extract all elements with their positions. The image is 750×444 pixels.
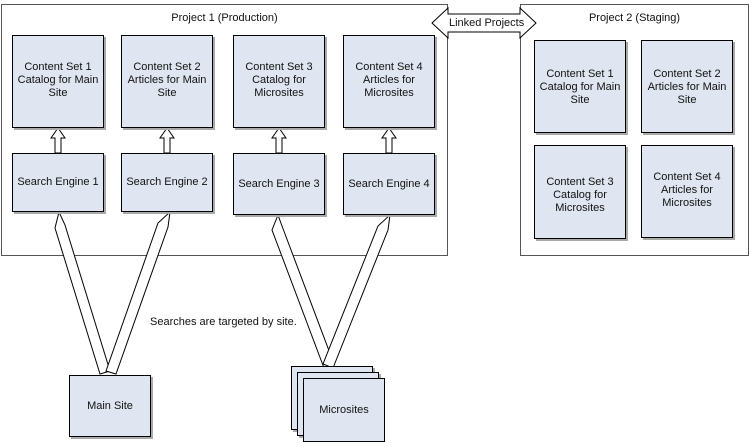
p2-content-set-3: Content Set 3 Catalog for Microsites (534, 145, 626, 239)
main-site-to-search-engine-2-arrow (105, 210, 171, 375)
search-engine-1: Search Engine 1 (12, 153, 104, 212)
search-targeting-caption: Searches are targeted by site. (150, 316, 297, 328)
linked-projects-arrow (431, 6, 537, 40)
p1-content-set-3-label: Content Set 3 Catalog for Microsites (245, 61, 313, 99)
p1-content-set-2: Content Set 2 Articles for Main Site (121, 35, 213, 128)
main-site-box: Main Site (69, 375, 151, 437)
up-arrow-3 (271, 127, 287, 154)
search-engine-4: Search Engine 4 (343, 153, 435, 215)
project-1-title: Project 1 (Production) (171, 12, 278, 24)
search-engine-2-label: Search Engine 2 (126, 176, 208, 188)
microsites-label: Microsites (319, 403, 369, 416)
up-arrow-4 (381, 127, 397, 154)
p1-content-set-3: Content Set 3 Catalog for Microsites (233, 35, 325, 128)
p2-content-set-1-label: Content Set 1 Catalog for Main Site (539, 68, 621, 106)
main-site-to-search-engine-1-arrow (54, 210, 111, 375)
search-engine-4-label: Search Engine 4 (348, 177, 430, 190)
search-engine-3: Search Engine 3 (233, 153, 325, 215)
p1-content-set-1: Content Set 1 Catalog for Main Site (12, 35, 104, 128)
search-engine-1-label: Search Engine 1 (17, 176, 99, 188)
up-arrow-1 (50, 127, 66, 154)
p2-content-set-4: Content Set 4 Articles for Microsites (641, 145, 733, 238)
p2-content-set-4-label: Content Set 4 Articles for Microsites (653, 171, 721, 209)
p1-content-set-4-label: Content Set 4 Articles for Microsites (355, 61, 423, 99)
p1-content-set-1-label: Content Set 1 Catalog for Main Site (17, 61, 99, 99)
main-site-label: Main Site (87, 399, 133, 412)
microsites-box: Microsites (303, 378, 385, 442)
p2-content-set-2: Content Set 2 Articles for Main Site (641, 40, 733, 133)
linked-projects-label: Linked Projects (449, 17, 525, 29)
p1-content-set-2-label: Content Set 2 Articles for Main Site (127, 61, 207, 99)
p2-content-set-1: Content Set 1 Catalog for Main Site (534, 40, 626, 133)
microsites-to-search-engine-3-arrow (271, 213, 335, 369)
project-2-title: Project 2 (Staging) (588, 12, 681, 24)
search-engine-2: Search Engine 2 (121, 153, 213, 212)
p1-content-set-4: Content Set 4 Articles for Microsites (343, 35, 435, 128)
up-arrow-2 (159, 127, 175, 154)
search-engine-3-label: Search Engine 3 (238, 177, 320, 190)
p2-content-set-2-label: Content Set 2 Articles for Main Site (647, 68, 727, 106)
p2-content-set-3-label: Content Set 3 Catalog for Microsites (546, 176, 614, 214)
microsites-to-search-engine-4-arrow (322, 213, 391, 369)
